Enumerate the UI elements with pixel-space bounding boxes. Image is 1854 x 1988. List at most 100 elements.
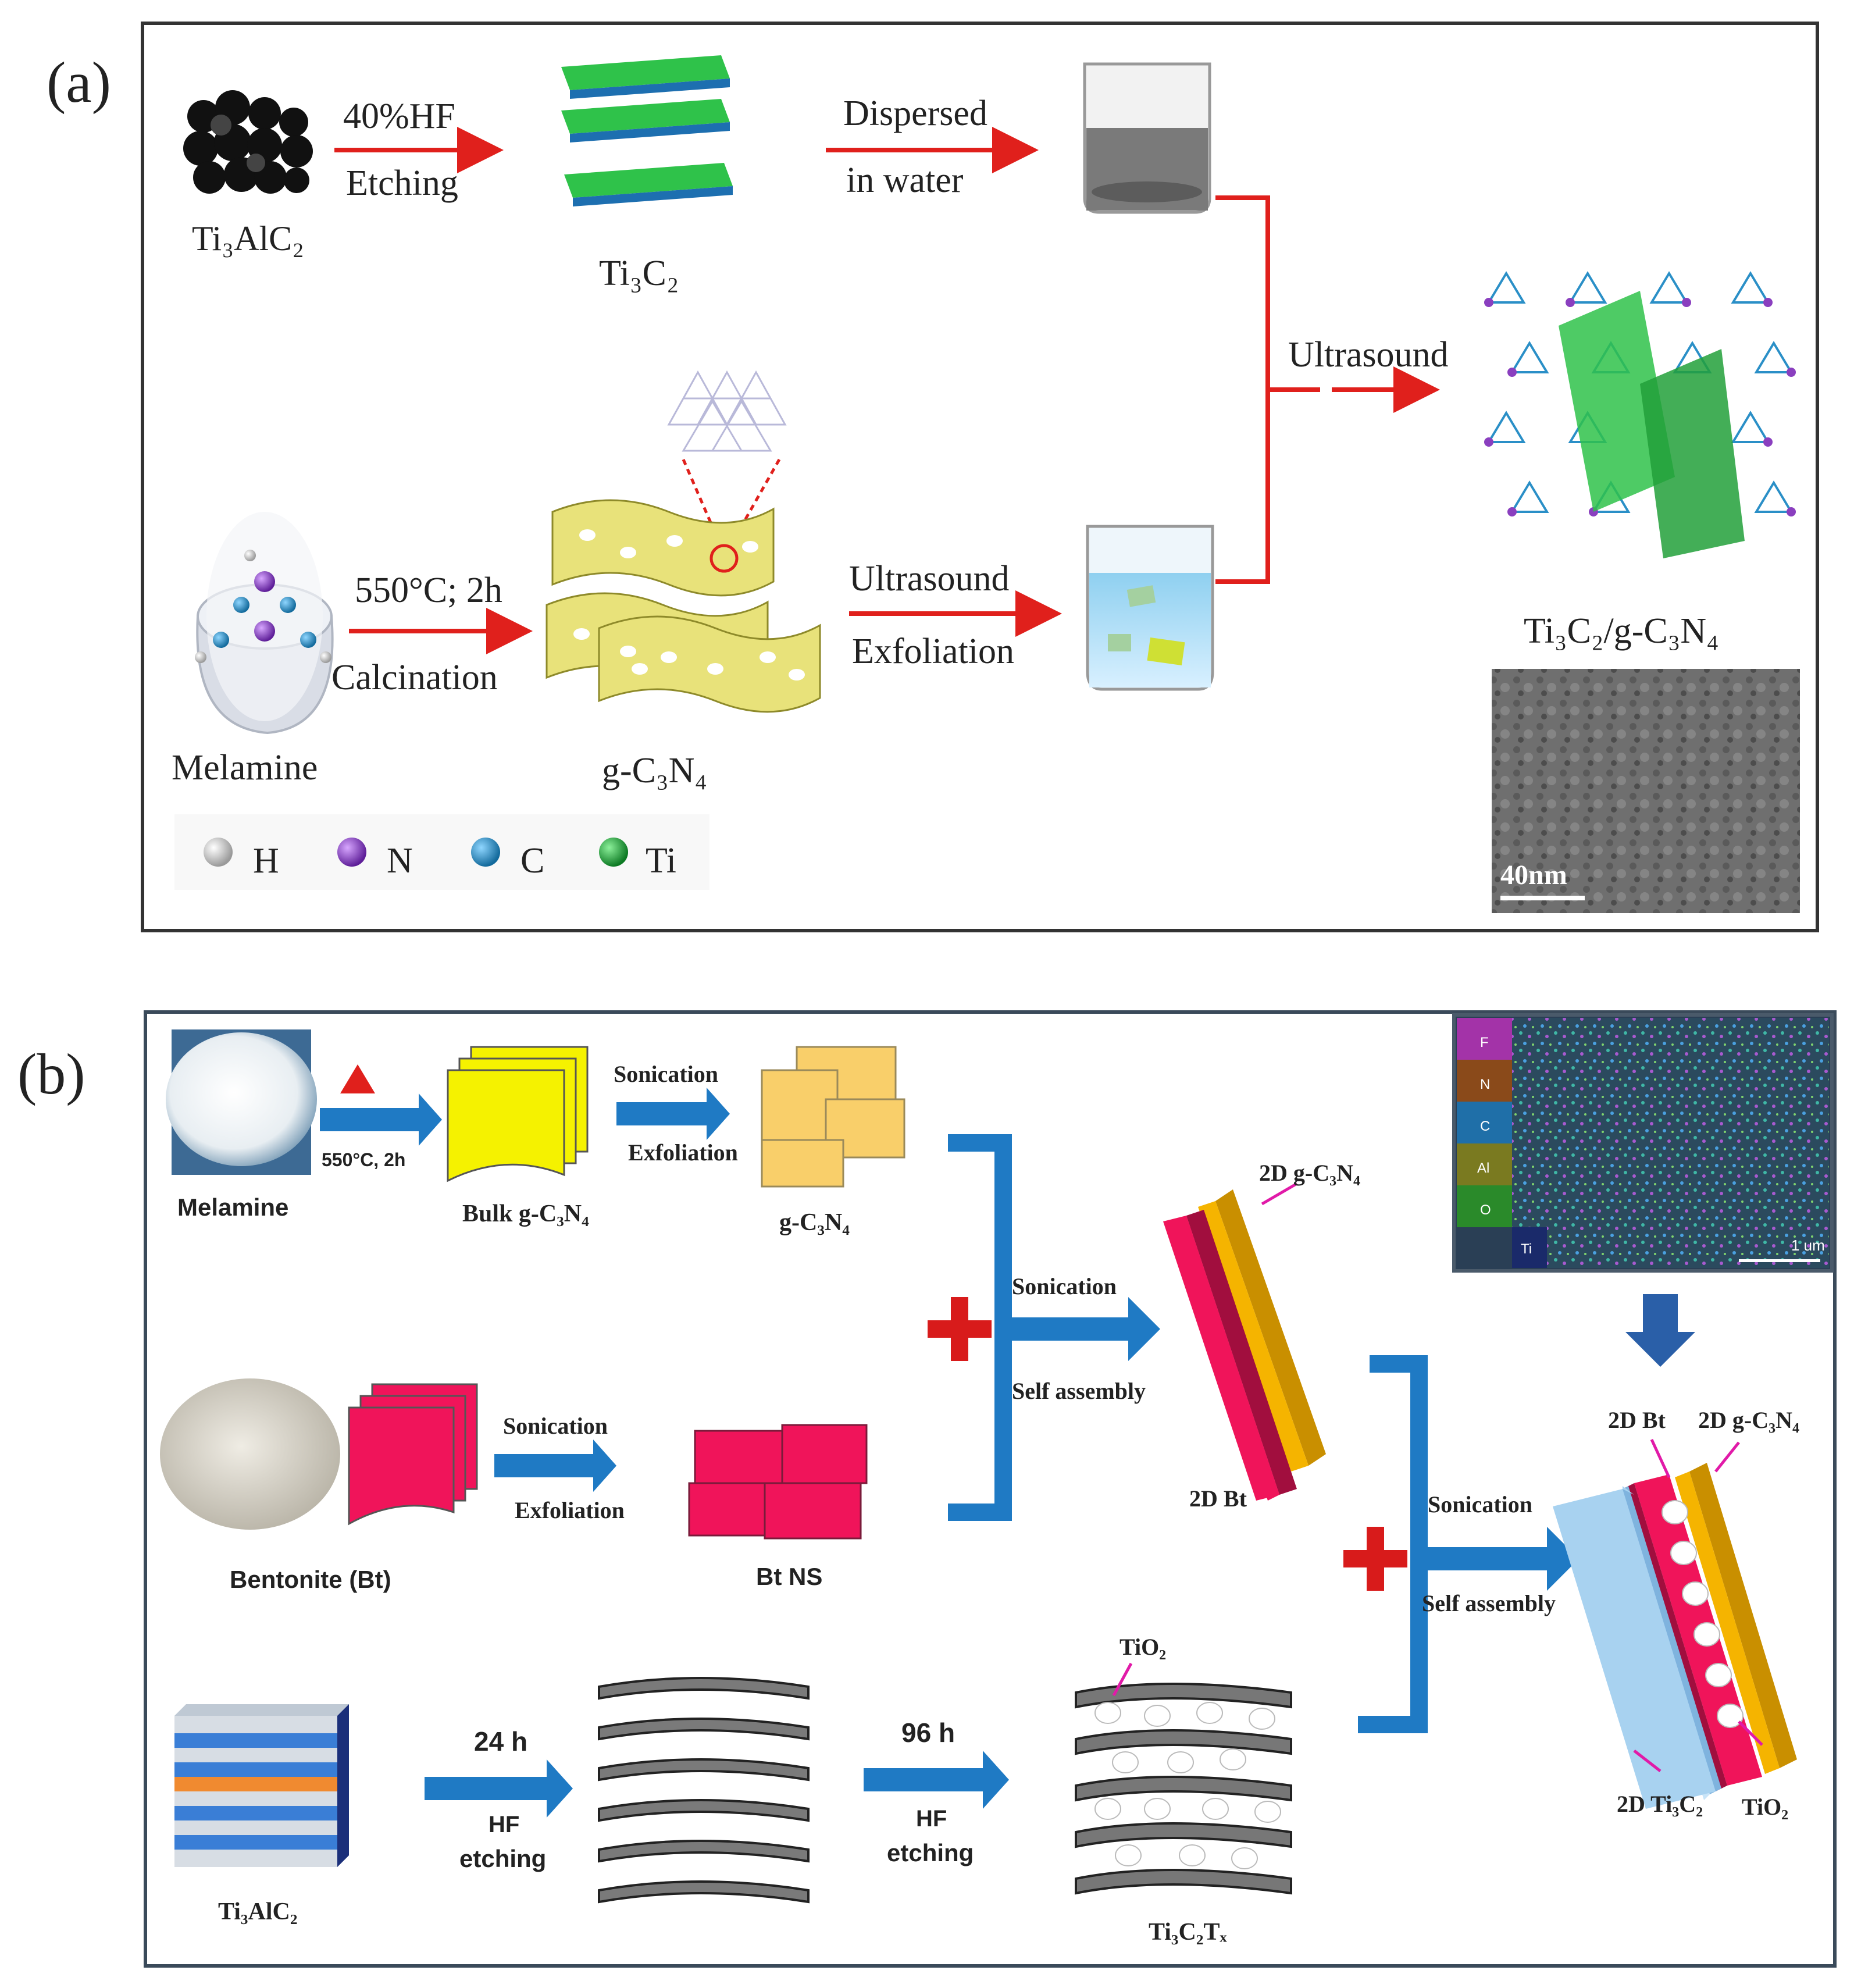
assembly2-top: Sonication <box>1428 1491 1532 1517</box>
map-tile-al <box>1457 1143 1512 1185</box>
step-96h: 96 h <box>901 1718 955 1748</box>
legend-c-icon <box>471 838 500 867</box>
tem-scale-label: 40nm <box>1500 860 1567 890</box>
etched-multilayer <box>598 1677 810 1904</box>
pointer-2d-gcn <box>1261 1182 1298 1206</box>
melamine-label-b: Melamine <box>177 1193 288 1221</box>
row2-step-bottom: Exfoliation <box>515 1497 625 1523</box>
ti3alc2-particles <box>183 90 313 194</box>
arrow-hf-96h <box>864 1751 1009 1809</box>
map-tile-n <box>1457 1060 1512 1102</box>
arrow-assembly-1 <box>1012 1297 1160 1361</box>
atom-legend: H N C Ti <box>174 814 709 890</box>
pointer-final-gcn <box>1714 1441 1740 1473</box>
label-2d-gcn: 2D g-C₃N₄ <box>1259 1160 1360 1186</box>
step3-bottom: Calcination <box>331 658 498 697</box>
product-label: Ti₃C₂/g-C₃N₄ <box>1524 611 1719 651</box>
map-tile-f <box>1457 1018 1512 1060</box>
step3-top: 550°C; 2h <box>355 571 502 610</box>
panel-b-label: (b) <box>17 1042 85 1106</box>
step2-bottom: in water <box>846 161 964 200</box>
legend-h-icon <box>204 838 233 867</box>
pointer-final-bt <box>1650 1438 1671 1478</box>
ti3c2tx-with-tio2 <box>1075 1683 1292 1895</box>
tem-scale-bar <box>1500 896 1585 900</box>
heterostructure-1 <box>1163 1189 1326 1501</box>
legend-n-icon <box>337 838 366 867</box>
legend-h-label: H <box>253 841 279 881</box>
map-label-o: O <box>1480 1202 1491 1218</box>
row2-step-top: Sonication <box>503 1413 608 1439</box>
ti3c2tx-label: Ti₃C₂Tₓ <box>1149 1919 1227 1946</box>
step2-top: Dispersed <box>843 94 987 133</box>
map-label-f: F <box>1480 1035 1489 1050</box>
step-24h: 24 h <box>474 1726 527 1757</box>
ti3c2-label: Ti₃C₂ <box>599 254 679 293</box>
final-bt-label: 2D Bt <box>1608 1407 1666 1433</box>
assembly-bracket-2 <box>1358 1355 1428 1733</box>
map-tile-c <box>1457 1102 1512 1143</box>
assembly1-top: Sonication <box>1012 1273 1117 1299</box>
exfoliated-gcn <box>761 1046 905 1188</box>
zoom-line-left <box>682 459 723 547</box>
final-heterostructure <box>1553 1463 1797 1809</box>
bt-ns-label: Bt NS <box>756 1563 822 1590</box>
arrow-exfoliate-bt <box>494 1440 616 1492</box>
legend-c-label: C <box>520 841 544 881</box>
assembly1-bottom: Self assembly <box>1012 1378 1146 1404</box>
map-label-n: N <box>1480 1077 1490 1092</box>
label-2d-bt: 2D Bt <box>1189 1485 1247 1512</box>
arrow-exfoliate-gcn <box>616 1088 730 1140</box>
down-arrow-icon <box>1625 1294 1695 1367</box>
final-tio2-label: TiO₂ <box>1742 1794 1788 1820</box>
legend-ti-label: Ti <box>646 841 676 881</box>
hf1-top: HF <box>489 1812 519 1837</box>
arrow-hf-24h <box>425 1759 573 1818</box>
hf2-bottom: etching <box>887 1839 974 1866</box>
bt-nanosheets <box>688 1424 868 1540</box>
gc3n4-lattice <box>667 370 787 452</box>
gc3n4-label-a: g-C₃N₄ <box>602 751 707 790</box>
arrow-assembly-2 <box>1428 1527 1579 1591</box>
ti3alc2-label-a: Ti₃AlC₂ <box>192 219 304 258</box>
hf2-top: HF <box>916 1806 947 1832</box>
heat-triangle-icon <box>340 1064 375 1093</box>
step1-bottom: Etching <box>346 163 458 203</box>
arrow-heat <box>320 1093 442 1146</box>
beaker-dispersion <box>1083 62 1211 214</box>
map-label-al: Al <box>1477 1160 1489 1176</box>
step1-top: 40%HF <box>343 97 455 136</box>
tio2-label: TiO₂ <box>1119 1634 1166 1660</box>
map-scale-label: 1 um <box>1791 1237 1825 1254</box>
step4-top: Ultrasound <box>849 559 1010 598</box>
gc3n4-sheets <box>545 499 821 713</box>
panel-b: (b) Melamine 550°C, 2h Bulk g-C₃N₄ Sonic… <box>17 1010 1837 1968</box>
hf1-bottom: etching <box>459 1845 546 1872</box>
legend-n-label: N <box>387 841 413 881</box>
pointer-final-tio2 <box>1738 1720 1763 1746</box>
ti3alc2-block <box>174 1704 349 1867</box>
map-scale-bar <box>1739 1259 1820 1262</box>
legend-ti-icon <box>599 838 628 867</box>
bt-stack <box>348 1383 478 1526</box>
bulk-gcn-stack <box>447 1046 589 1182</box>
melamine-photo <box>166 1032 317 1166</box>
panel-a: (a) Ti₃AlC₂ 40%HF Etching Ti₃C₂ Disperse… <box>47 22 1819 932</box>
tem-image <box>1492 669 1800 913</box>
melamine-crucible <box>195 512 334 735</box>
plus-icon-1 <box>928 1297 992 1361</box>
beaker-exfoliation <box>1086 525 1214 691</box>
pointer-final-ti3c2 <box>1633 1750 1662 1772</box>
final-ti3c2-label: 2D Ti₃C₂ <box>1617 1791 1703 1817</box>
map-tile-ti <box>1512 1227 1547 1268</box>
panel-a-label: (a) <box>47 50 111 115</box>
row1-step-bottom: Exfoliation <box>628 1139 738 1166</box>
map-label-c: C <box>1480 1118 1490 1134</box>
eds-map-inset: F N C Al O Ti 1 um <box>1452 1013 1834 1273</box>
merge-label: Ultrasound <box>1288 335 1449 375</box>
map-label-ti: Ti <box>1521 1241 1532 1257</box>
final-gcn-label: 2D g-C₃N₄ <box>1698 1407 1799 1433</box>
heat-condition: 550°C, 2h <box>322 1149 405 1170</box>
ti3alc2-label-b: Ti₃AlC₂ <box>218 1898 297 1925</box>
